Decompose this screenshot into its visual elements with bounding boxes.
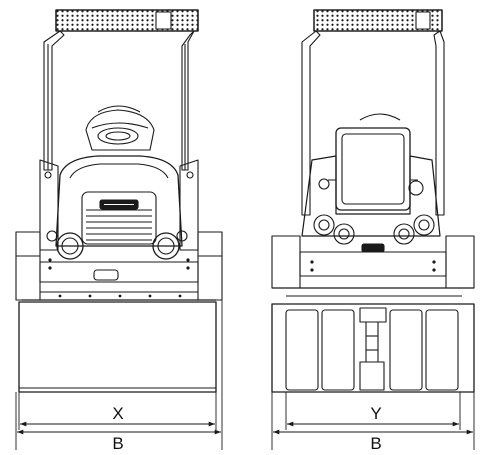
front-chassis	[15, 231, 223, 301]
dimension-lines	[15, 300, 475, 450]
rear-seat	[328, 113, 418, 211]
front-outer-dimension-label: B	[112, 434, 123, 453]
front-steering-assembly	[85, 105, 155, 151]
rear-tracks	[271, 303, 475, 393]
rear-view	[271, 9, 475, 393]
rear-outer-dimension-label: B	[370, 434, 381, 453]
front-engine-hood	[39, 155, 199, 251]
front-headlights	[46, 230, 188, 260]
rear-inner-dimension-label: Y	[370, 404, 381, 423]
front-bucket	[18, 301, 217, 393]
rear-rops-frame	[301, 9, 445, 216]
front-inner-dimension-label: X	[112, 404, 123, 423]
front-view	[15, 9, 223, 393]
front-rops-frame	[43, 9, 199, 171]
dimension-labels: X B Y B	[112, 404, 381, 453]
rear-engine-cover	[301, 155, 441, 253]
